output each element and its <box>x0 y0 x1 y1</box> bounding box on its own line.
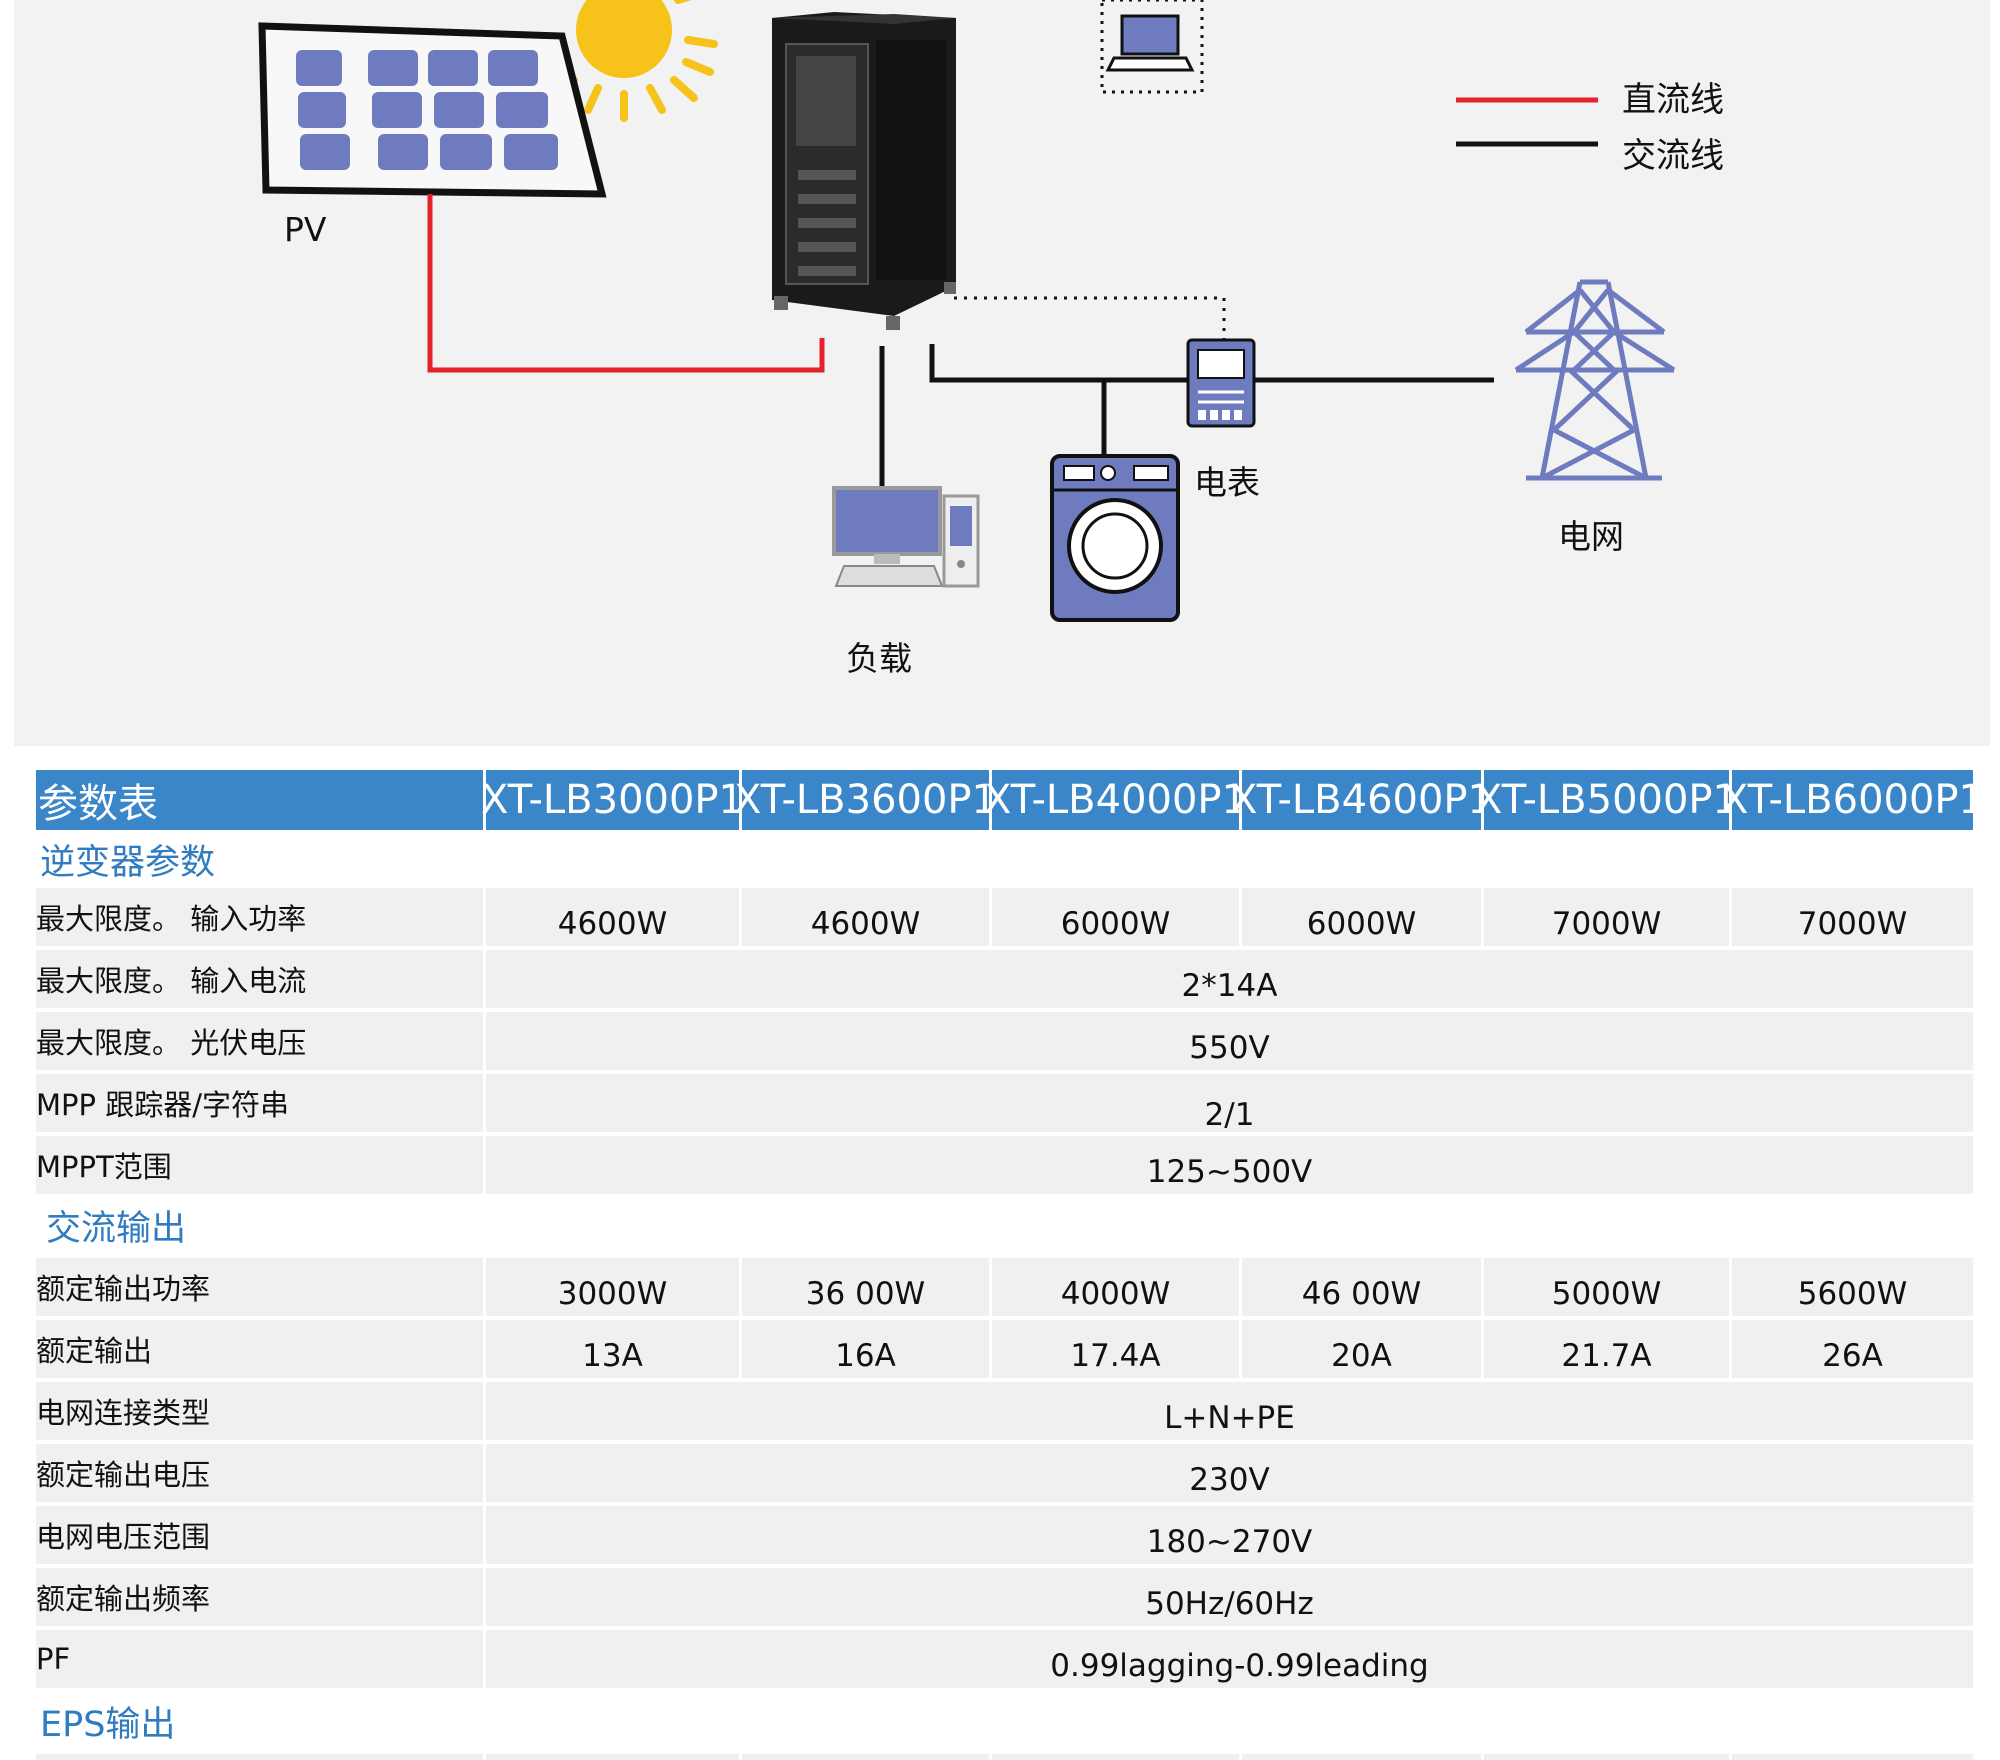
row-value: 3000W <box>486 1258 742 1316</box>
row-value: 5600W <box>1732 1258 1976 1316</box>
model-header: XT-LB4600P1 <box>1230 770 1493 830</box>
row-value: 13A <box>486 1320 742 1378</box>
row-value <box>1484 1754 1732 1760</box>
row-label: 额定输出功率 <box>36 1258 486 1316</box>
row-label: 电网连接类型 <box>36 1382 486 1440</box>
table-row: 电网电压范围 180~270V <box>36 1506 1976 1564</box>
row-label: MPP 跟踪器/字符串 <box>36 1074 486 1132</box>
washing-machine-icon <box>1050 454 1180 622</box>
row-label <box>36 1754 486 1760</box>
power-tower-icon <box>1514 279 1676 481</box>
table-row: 最大限度。 输入功率 4600W 4600W 6000W 6000W 7000W… <box>36 888 1976 946</box>
row-value: 0.99lagging-0.99leading <box>486 1630 1976 1688</box>
row-label: MPPT范围 <box>36 1136 486 1194</box>
table-header-row: 参数表 XT-LB3000P1 XT-LB3600P1 XT-LB4000P1 … <box>36 770 1984 830</box>
model-header: XT-LB3600P1 <box>734 770 997 830</box>
comm-line <box>954 296 1226 340</box>
system-diagram: PV 负载 电表 电网 直流线 交流线 <box>14 0 1990 746</box>
row-label: 最大限度。 输入电流 <box>36 950 486 1008</box>
row-value: L+N+PE <box>486 1382 1976 1440</box>
row-label: 额定输出 <box>36 1320 486 1378</box>
table-row: 最大限度。 光伏电压 550V <box>36 1012 1976 1070</box>
load-label: 负载 <box>846 639 912 678</box>
row-label: 电网电压范围 <box>36 1506 486 1564</box>
row-value: 7000W <box>1484 888 1732 946</box>
row-value: 230V <box>486 1444 1976 1502</box>
monitor-box <box>1100 0 1204 94</box>
laptop-icon <box>1105 14 1195 72</box>
meter-icon <box>1186 338 1256 428</box>
row-value: 5000W <box>1484 1258 1732 1316</box>
row-value: 20A <box>1242 1320 1484 1378</box>
diagram-graphic <box>258 0 1676 622</box>
row-value: 17.4A <box>992 1320 1242 1378</box>
table-header-label: 参数表 <box>36 770 486 830</box>
table-row: MPP 跟踪器/字符串 2/1 <box>36 1074 1976 1133</box>
row-value <box>486 1754 742 1760</box>
legend-dc-label: 直流线 <box>1622 80 1724 120</box>
row-value: 550V <box>486 1012 1976 1070</box>
table-row: PF 0.99lagging-0.99leading <box>36 1630 1976 1688</box>
solar-panel-icon <box>258 22 607 198</box>
row-value <box>1732 1754 1976 1760</box>
row-value: 125~500V <box>486 1136 1976 1194</box>
table-row: MPPT范围 125~500V <box>36 1136 1976 1194</box>
row-value: 46 00W <box>1242 1258 1484 1316</box>
row-value: 36 00W <box>742 1258 992 1316</box>
row-value: 7000W <box>1732 888 1976 946</box>
pv-label: PV <box>284 210 327 249</box>
row-value: 26A <box>1732 1320 1976 1378</box>
section-title: EPS输出 <box>40 1704 176 1745</box>
section-title: 交流输出 <box>46 1208 187 1249</box>
table-row: 额定输出电压 230V <box>36 1444 1976 1502</box>
grid-label: 电网 <box>1558 517 1624 556</box>
inverter-cabinet-icon <box>772 12 956 330</box>
row-value: 4000W <box>992 1258 1242 1316</box>
model-header: XT-LB4000P1 <box>984 770 1247 830</box>
table-row: 电网连接类型 L+N+PE <box>36 1382 1976 1440</box>
row-label: 最大限度。 光伏电压 <box>36 1012 486 1070</box>
table-row: 额定输出功率 3000W 36 00W 4000W 46 00W 5000W 5… <box>36 1258 1976 1316</box>
row-value: 21.7A <box>1484 1320 1732 1378</box>
row-value <box>992 1754 1242 1760</box>
row-value: 2*14A <box>486 950 1976 1008</box>
model-header: XT-LB6000P1 <box>1721 770 1984 830</box>
row-label: 额定输出频率 <box>36 1568 486 1626</box>
section-title: 逆变器参数 <box>40 842 216 883</box>
row-value: 2/1 <box>486 1074 1976 1133</box>
ac-line-grid <box>929 344 1494 383</box>
table-row: 额定输出频率 50Hz/60Hz <box>36 1568 1976 1626</box>
row-label: PF <box>36 1630 486 1688</box>
row-value: 4600W <box>486 888 742 946</box>
table-row: 额定输出 13A 16A 17.4A 20A 21.7A 26A <box>36 1320 1976 1378</box>
row-label: 最大限度。 输入功率 <box>36 888 486 946</box>
table-row: 最大限度。 输入电流 2*14A <box>36 950 1976 1008</box>
row-value: 50Hz/60Hz <box>486 1568 1976 1626</box>
meter-label: 电表 <box>1194 463 1260 502</box>
computer-icon <box>832 486 980 588</box>
row-value: 4600W <box>742 888 992 946</box>
row-value: 6000W <box>992 888 1242 946</box>
model-header: XT-LB3000P1 <box>481 770 744 830</box>
row-value: 180~270V <box>486 1506 1976 1564</box>
legend-ac-label: 交流线 <box>1622 136 1724 176</box>
dc-line <box>427 194 825 373</box>
table-row-partial <box>36 1754 1976 1760</box>
row-value <box>1242 1754 1484 1760</box>
row-value: 6000W <box>1242 888 1484 946</box>
row-label: 额定输出电压 <box>36 1444 486 1502</box>
row-value: 16A <box>742 1320 992 1378</box>
model-header: XT-LB5000P1 <box>1475 770 1738 830</box>
row-value <box>742 1754 992 1760</box>
